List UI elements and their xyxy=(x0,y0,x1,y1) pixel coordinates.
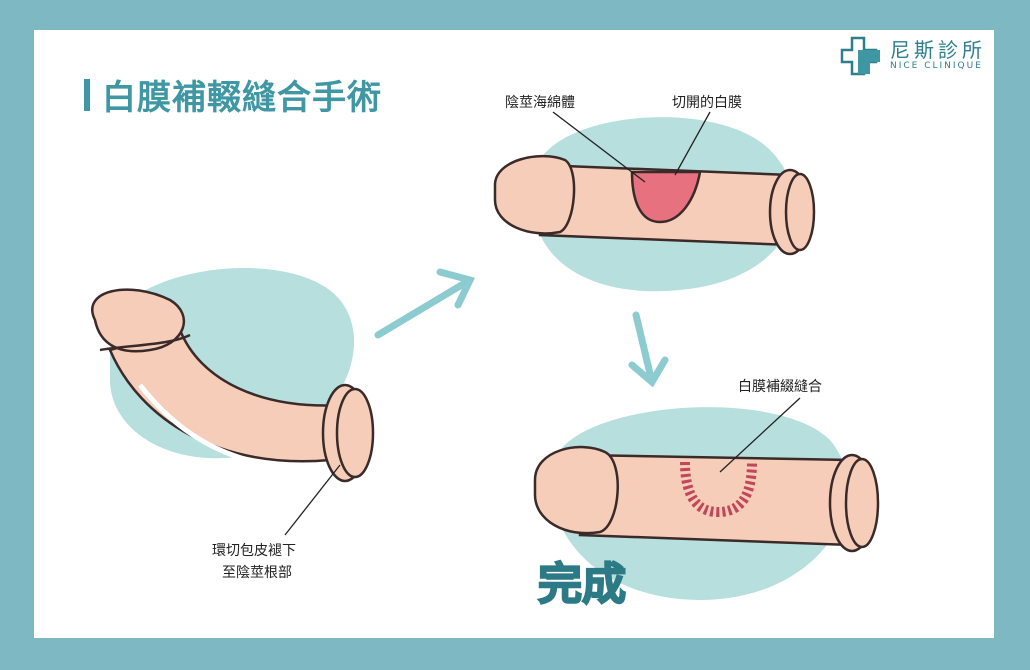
label-incision-2: 至陰莖根部 xyxy=(222,565,292,581)
logo-name-en: NICE CLINIQUE xyxy=(890,61,983,71)
label-incised: 切開的白膜 xyxy=(672,95,742,111)
label-incision-1: 環切包皮褪下 xyxy=(212,543,296,559)
label-corpus: 陰莖海綿體 xyxy=(505,95,575,111)
label-sutured: 白膜補綴縫合 xyxy=(738,379,822,395)
done-label: 完成 xyxy=(537,558,627,611)
curved-penis-before xyxy=(91,288,375,483)
penis-incised xyxy=(493,155,816,256)
title-text: 白膜補輟縫合手術 xyxy=(102,78,382,118)
logo-name-cn: 尼斯診所 xyxy=(890,38,986,62)
title-bar xyxy=(84,78,90,111)
leader-lines xyxy=(284,111,801,536)
clinic-logo: 尼斯診所 NICE CLINIQUE xyxy=(838,34,986,76)
penis-sutured xyxy=(533,445,880,553)
arrow-right-up xyxy=(374,268,475,339)
page-title: 白膜補輟縫合手術 xyxy=(84,70,382,119)
medical-cross-icon xyxy=(840,36,880,76)
arrow-down xyxy=(628,311,669,388)
